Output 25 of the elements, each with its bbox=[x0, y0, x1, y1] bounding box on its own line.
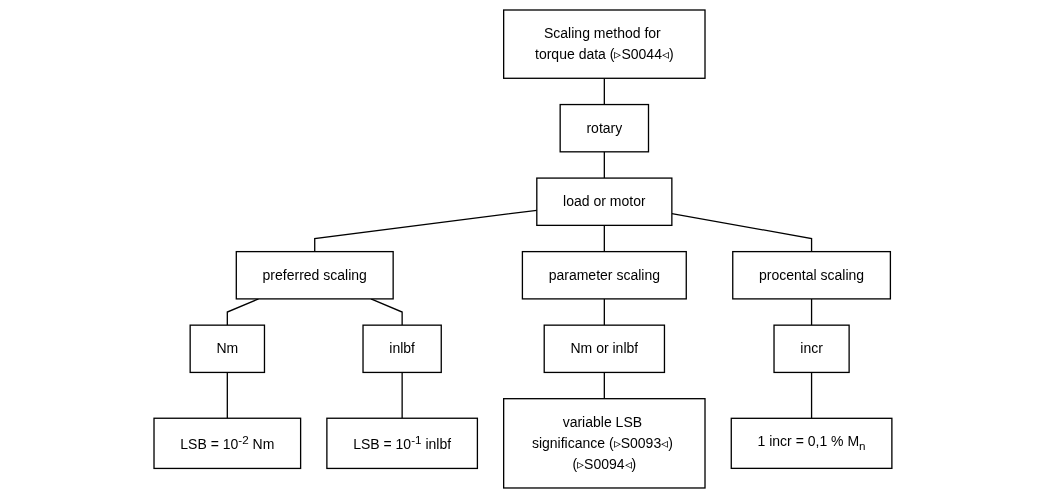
node-box: Nm bbox=[189, 324, 266, 374]
node-box: procental scaling bbox=[732, 250, 892, 300]
connector bbox=[810, 371, 813, 419]
node-box: LSB = 10$^{-1}$ inlbf bbox=[326, 417, 479, 470]
node-box: Scaling method for torque data (▹S0044◃) bbox=[503, 9, 706, 79]
node-box: 1 incr = 0,1 % M$_{n}$ bbox=[730, 417, 893, 469]
node-box: incr bbox=[773, 324, 850, 374]
connector bbox=[226, 371, 228, 419]
node-box: preferred scaling bbox=[235, 250, 394, 300]
connector bbox=[671, 213, 813, 253]
node-box: inlbf bbox=[362, 324, 442, 374]
connector bbox=[603, 224, 606, 253]
connector bbox=[603, 151, 606, 179]
node-box: parameter scaling bbox=[521, 250, 687, 300]
connector bbox=[603, 77, 606, 106]
node-box: LSB = 10$^{-2}$ Nm bbox=[153, 417, 302, 470]
connector bbox=[810, 298, 813, 326]
node-box: variable LSB significance (▹S0093◃) (▹S0094◃) bbox=[503, 398, 706, 489]
node-box: load or motor bbox=[536, 177, 673, 226]
connector bbox=[603, 371, 606, 400]
connector bbox=[370, 298, 403, 326]
connector bbox=[401, 371, 403, 419]
node-box: Nm or inlbf bbox=[543, 324, 666, 374]
connector bbox=[603, 298, 606, 326]
node-box: rotary bbox=[559, 103, 650, 153]
